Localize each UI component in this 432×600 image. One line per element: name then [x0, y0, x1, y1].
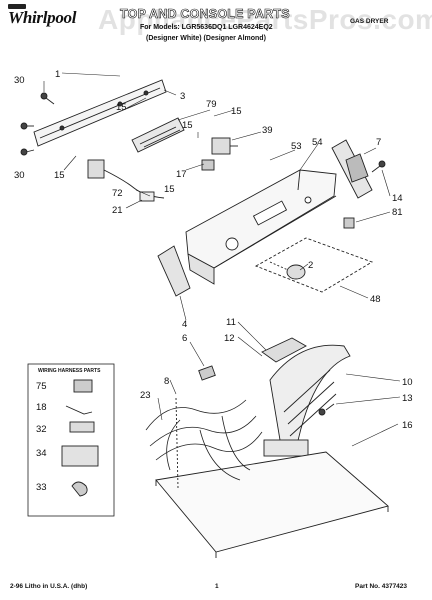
callout-8: 8: [164, 376, 169, 387]
callout-7: 7: [376, 137, 381, 148]
callout-15b: 15: [116, 102, 127, 113]
callout-54: 54: [312, 137, 323, 148]
callout-23: 23: [140, 390, 151, 401]
wiring-harness-title: WIRING HARNESS PARTS: [38, 368, 101, 374]
callout-75: 75: [36, 381, 47, 392]
callout-14: 14: [392, 193, 403, 204]
callout-numbers: 1 3 79 15 39 53 54 7 30 15 15 30 15 17 1…: [14, 69, 413, 493]
brand-logo: Whirlpool: [8, 8, 77, 27]
page-title: TOP AND CONSOLE PARTS: [120, 7, 290, 22]
callout-33: 33: [36, 482, 47, 493]
callout-79: 79: [206, 99, 217, 110]
part-timer: [131, 117, 185, 153]
callout-39: 39: [262, 125, 273, 136]
part-console-end-cap: [331, 139, 373, 199]
part-screw-30-bottom: [20, 148, 35, 156]
part-harness-32: [69, 421, 95, 433]
callout-15c: 15: [182, 120, 193, 131]
part-console: [185, 169, 337, 285]
part-wire-harness: [145, 399, 263, 481]
part-connector: [201, 159, 215, 171]
callout-53: 53: [291, 141, 302, 152]
part-knob: [269, 261, 306, 280]
callout-12: 12: [224, 333, 235, 344]
footer-page-number: 1: [215, 583, 219, 590]
part-gasket-outline: [254, 237, 374, 293]
part-harness-33: [71, 481, 88, 497]
footer-part-number: Part No. 4377423: [355, 583, 408, 590]
color-variants: (Designer White) (Designer Almond): [146, 35, 266, 42]
part-clip-81: [343, 217, 355, 229]
callout-15d: 15: [54, 170, 65, 181]
wiring-harness-panel: [27, 363, 115, 517]
callout-34: 34: [36, 448, 47, 459]
part-left-end-cap: [157, 245, 191, 297]
callout-2: 2: [308, 260, 313, 271]
part-screw-13: [318, 403, 335, 416]
brand-logo-mark: [8, 4, 26, 9]
callout-15a: 15: [231, 106, 242, 117]
part-screw-30-right: [20, 122, 34, 130]
part-harness-75: [73, 379, 93, 393]
model-list: For Models: LGR5636DQ1 LGR4624EQ2: [140, 24, 273, 31]
callout-30a: 30: [14, 75, 25, 86]
callout-72: 72: [112, 188, 123, 199]
category-label: GAS DRYER: [350, 18, 389, 25]
callout-48: 48: [370, 294, 381, 305]
callout-30b: 30: [14, 170, 25, 181]
callout-17: 17: [176, 169, 187, 180]
callout-32: 32: [36, 424, 47, 435]
callout-6: 6: [182, 333, 187, 344]
callout-3: 3: [180, 91, 185, 102]
callout-18: 18: [36, 402, 47, 413]
part-switch: [211, 137, 238, 155]
part-bracket-6: [198, 365, 216, 381]
callout-81: 81: [392, 207, 403, 218]
callout-4: 4: [182, 319, 187, 330]
callout-11: 11: [226, 317, 236, 328]
callout-21: 21: [112, 205, 123, 216]
part-screw-14: [371, 160, 386, 173]
callout-16: 16: [402, 420, 413, 431]
part-screw-8: [175, 397, 179, 489]
part-lint-screen-cover: [261, 337, 307, 363]
part-screw-30-top: [40, 92, 55, 105]
part-top-panel: [155, 451, 389, 553]
callout-15e: 15: [164, 184, 175, 195]
part-harness-18: [65, 405, 93, 415]
footer-print-info: 2-96 Litho in U.S.A. (dhb): [10, 583, 88, 590]
part-lint-screen: [263, 344, 351, 457]
part-harness-34: [61, 445, 99, 467]
callout-10: 10: [402, 377, 413, 388]
callout-1: 1: [55, 69, 60, 80]
callout-13: 13: [402, 393, 413, 404]
part-harness-clip: [87, 159, 165, 202]
